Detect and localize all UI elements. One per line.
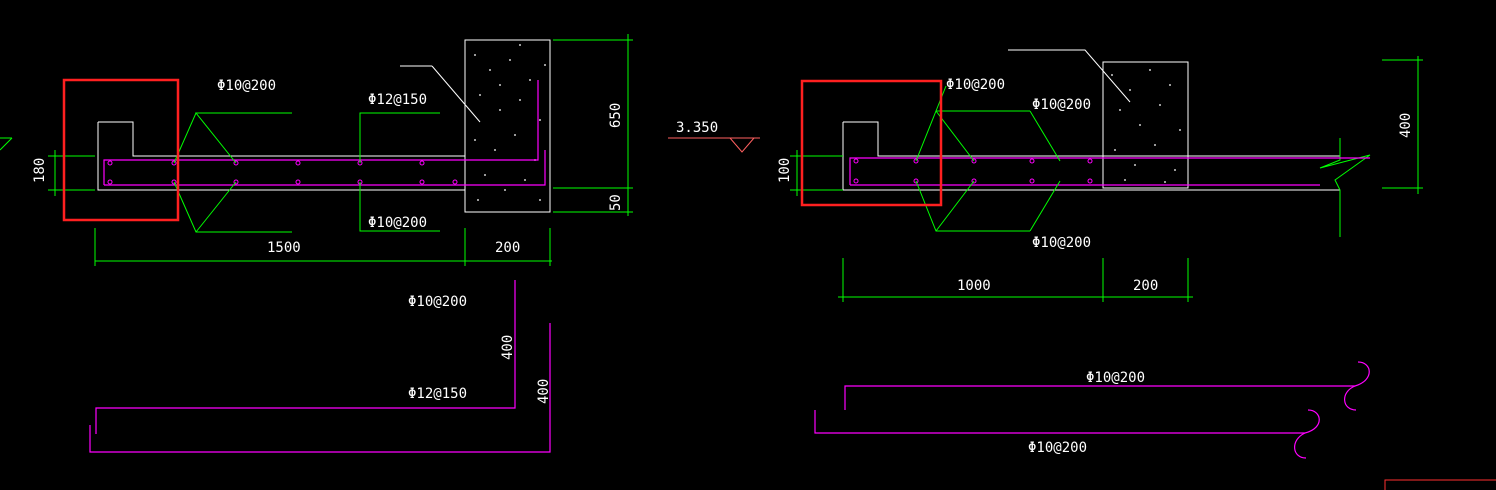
right-distribution-bars <box>853 158 1093 184</box>
right-elevation-text: 3.350 <box>676 120 718 136</box>
left-slab-outline <box>98 121 465 157</box>
right-leaders <box>915 49 1131 232</box>
right-concrete-wall <box>1102 61 1189 189</box>
right-break-line <box>1319 138 1371 237</box>
right-dim-wall-width: 200 <box>1133 278 1158 294</box>
right-dim-thickness: 100 <box>777 158 793 183</box>
left-top-rebar <box>103 80 539 185</box>
right-bar-shape-1-label: Φ10@200 <box>1086 370 1145 386</box>
right-label-bar-top-a: Φ10@200 <box>946 77 1005 93</box>
left-bar-shape-2-label: Φ12@150 <box>408 386 467 402</box>
left-distribution-bars <box>107 160 458 185</box>
left-bar-shape-2 <box>89 323 551 453</box>
left-bar-shape-1-label: Φ10@200 <box>408 294 467 310</box>
right-bar-shape-2-label: Φ10@200 <box>1028 440 1087 456</box>
left-dim-length: 1500 <box>267 240 301 256</box>
left-dim-thickness: 180 <box>32 158 48 183</box>
right-bar-shape-1 <box>844 385 1355 410</box>
left-concrete-wall <box>464 39 551 213</box>
right-label-bar-top-b: Φ10@200 <box>1032 97 1091 113</box>
left-bottom-rebar <box>104 150 546 186</box>
left-detail: Φ10@200 Φ12@150 Φ10@200 1500 200 180 650… <box>0 34 633 453</box>
right-highlight-box[interactable] <box>800 79 943 207</box>
right-elevation-mark <box>668 137 760 153</box>
left-dimensions <box>0 34 633 266</box>
left-bar-shape-1 <box>95 280 516 434</box>
left-dim-wall-width: 200 <box>495 240 520 256</box>
left-label-bar-top: Φ10@200 <box>217 78 276 94</box>
right-bar-shape-2-hook <box>1294 409 1320 459</box>
left-bar-shape-1-leg: 400 <box>500 335 516 360</box>
left-label-bar-bottom: Φ10@200 <box>368 215 427 231</box>
left-dim-height-650: 650 <box>608 103 624 128</box>
left-slab-outline-bottom <box>97 122 465 191</box>
left-bar-shape-2-leg: 400 <box>536 379 552 404</box>
left-concrete-hatch <box>474 44 546 201</box>
left-leaders <box>173 65 481 233</box>
left-highlight-box[interactable] <box>62 78 180 222</box>
left-dim-height-50: 50 <box>608 194 624 211</box>
right-top-rebar <box>849 157 1370 185</box>
viewport-corner-mark <box>1384 479 1496 490</box>
right-label-bar-bottom: Φ10@200 <box>1032 235 1091 251</box>
right-dimensions <box>790 56 1423 302</box>
right-bar-shape-2 <box>814 410 1305 434</box>
right-bar-shape-1-hook <box>1344 361 1370 411</box>
right-dim-length: 1000 <box>957 278 991 294</box>
right-concrete-hatch <box>1111 69 1181 183</box>
right-detail: 3.350 Φ10@200 Φ10@200 Φ10@200 1000 200 1… <box>668 49 1423 459</box>
right-slab-outline <box>843 121 1340 157</box>
left-label-bar-mid: Φ12@150 <box>368 92 427 108</box>
right-dim-height-400: 400 <box>1398 113 1414 138</box>
